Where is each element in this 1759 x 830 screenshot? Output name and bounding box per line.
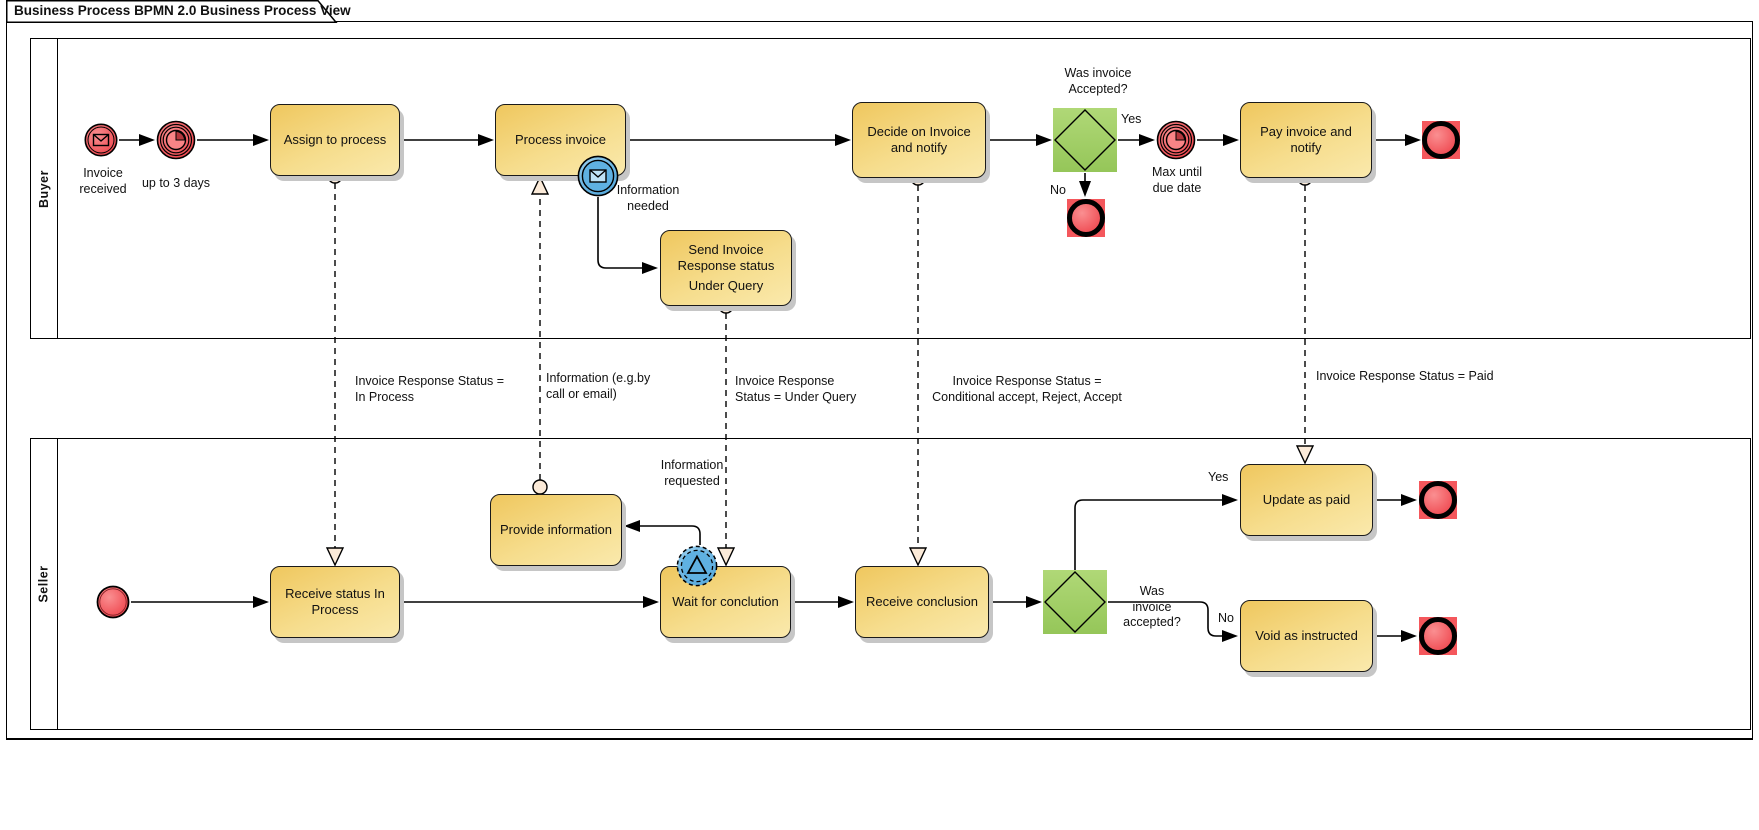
message-flow-label-under-query: Invoice Response Status = Under Query (735, 374, 857, 405)
gateway-was-invoice-accepted-buyer[interactable] (1053, 108, 1117, 172)
gateway-no-label-seller: No (1218, 611, 1234, 625)
task-receive-status-in-process[interactable]: Receive status In Process (270, 566, 400, 638)
end-event-updated-paid[interactable] (1417, 479, 1459, 526)
task-void-as-instructed[interactable]: Void as instructed (1240, 600, 1373, 672)
task-label: Void as instructed (1255, 627, 1358, 643)
message-flow-label-conditional: Invoice Response Status = Conditional ac… (932, 374, 1122, 405)
task-provide-information[interactable]: Provide information (490, 494, 622, 566)
timer-event-max-until-due-date[interactable] (1156, 120, 1196, 165)
start-event-icon (96, 585, 130, 619)
gateway-no-label-buyer: No (1050, 183, 1066, 197)
boundary-message-label: Information needed (616, 183, 680, 213)
signal-event-label: Information requested (660, 458, 724, 488)
end-event-icon (1419, 617, 1457, 655)
gateway-diamond-icon (1054, 109, 1116, 171)
pool-buyer-label-strip: Buyer (31, 39, 58, 338)
pool-seller-label: Seller (37, 565, 51, 603)
gateway-seller-label: Was invoice accepted? (1123, 584, 1181, 630)
gateway-yes-label-seller: Yes (1208, 470, 1229, 484)
task-label: Pay invoice and notify (1260, 123, 1352, 155)
task-send-invoice-response-status[interactable]: Send Invoice Response status Under Query (660, 230, 792, 306)
timer-icon (156, 120, 196, 160)
start-event-message-invoice-received[interactable] (84, 123, 118, 162)
task-wait-for-conclusion[interactable]: Wait for conclution (660, 566, 791, 638)
message-flow-label-paid: Invoice Response Status = Paid (1316, 369, 1494, 383)
boundary-event-signal-information-requested[interactable] (676, 545, 718, 592)
end-event-buyer-paid[interactable] (1420, 119, 1462, 166)
task-label: Receive status In Process (285, 585, 385, 617)
gateway-was-invoice-accepted-seller[interactable] (1043, 570, 1107, 634)
task-label-line1: Send Invoice Response status (677, 242, 775, 274)
task-pay-invoice[interactable]: Pay invoice and notify (1240, 102, 1372, 178)
task-assign-to-process[interactable]: Assign to process (270, 104, 400, 176)
message-start-icon (84, 123, 118, 157)
pool-buyer: Buyer (30, 38, 1751, 339)
diagram-title-tab: Business Process BPMN 2.0 Business Proce… (6, 0, 351, 23)
task-update-as-paid[interactable]: Update as paid (1240, 464, 1373, 536)
end-event-not-accepted[interactable] (1065, 197, 1107, 244)
end-event-icon (1419, 481, 1457, 519)
signal-boundary-icon (676, 545, 718, 587)
pool-buyer-label: Buyer (37, 169, 51, 208)
gateway-yes-label-buyer: Yes (1121, 112, 1142, 126)
title-tab-shape (6, 0, 338, 23)
message-flow-label-in-process: Invoice Response Status = In Process (355, 374, 505, 405)
timer-icon (1156, 120, 1196, 160)
timer1-label: up to 3 days (141, 176, 211, 190)
pool-seller-label-strip: Seller (31, 439, 58, 729)
end-event-icon (1067, 199, 1105, 237)
end-event-icon (1422, 121, 1460, 159)
task-label: Provide information (500, 521, 612, 537)
task-label: Decide on Invoice and notify (867, 123, 971, 155)
timer-event-up-to-3-days[interactable] (156, 120, 196, 165)
end-event-voided[interactable] (1417, 615, 1459, 662)
task-label: Process invoice (514, 131, 607, 147)
message-flow-label-information: Information (e.g.by call or email) (546, 371, 651, 402)
timer2-label: Max until due date (1151, 165, 1203, 195)
task-label: Receive conclusion (865, 593, 978, 609)
task-label-line2: Under Query (688, 277, 764, 293)
gateway-diamond-icon (1044, 571, 1106, 633)
start-event-label: Invoice received (79, 166, 127, 196)
boundary-event-message-information-needed[interactable] (577, 155, 619, 202)
task-receive-conclusion[interactable]: Receive conclusion (855, 566, 989, 638)
start-event-seller[interactable] (96, 585, 130, 624)
message-boundary-icon (577, 155, 619, 197)
task-label: Wait for conclution (672, 593, 779, 609)
diagram-title: Business Process BPMN 2.0 Business Proce… (14, 3, 351, 18)
task-label: Update as paid (1262, 491, 1351, 507)
task-label: Assign to process (283, 131, 387, 147)
gateway-buyer-label: Was invoice Accepted? (1064, 66, 1132, 96)
task-decide-on-invoice[interactable]: Decide on Invoice and notify (852, 102, 986, 178)
